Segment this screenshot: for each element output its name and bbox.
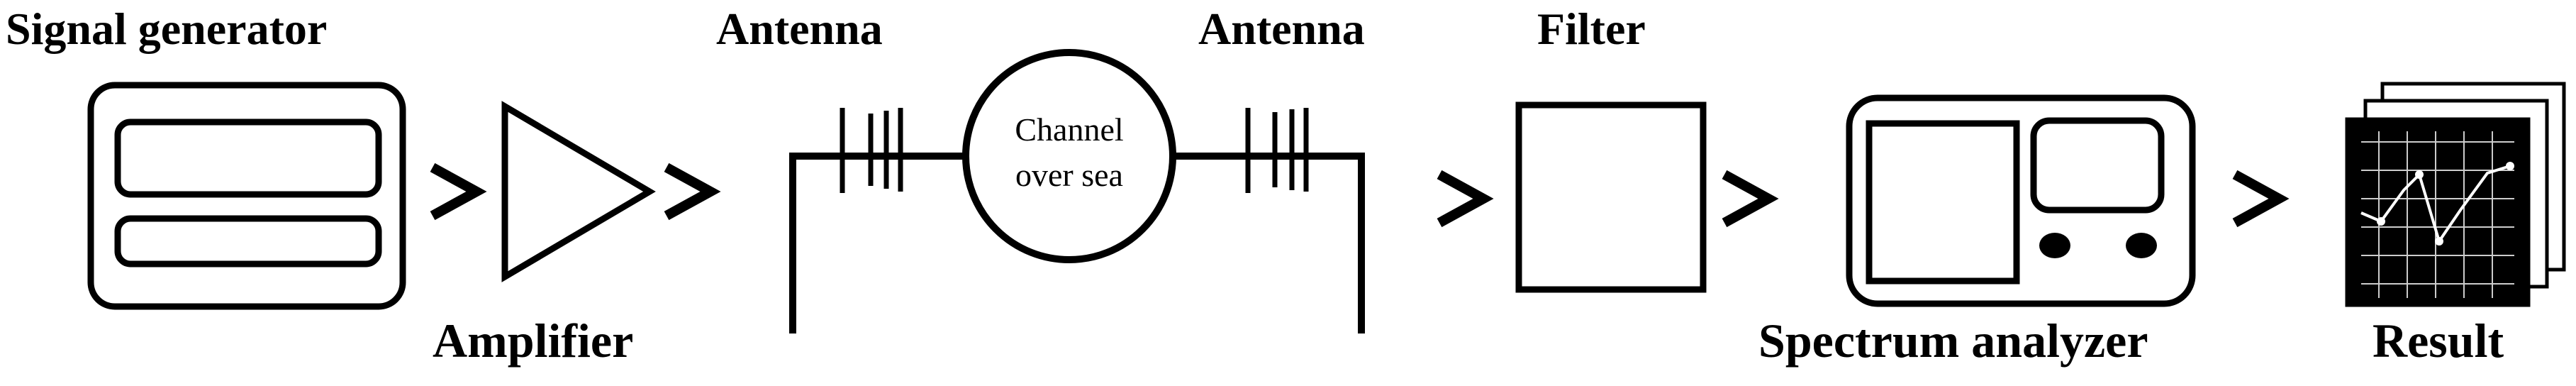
- chevron-right-icon: [430, 162, 487, 221]
- channel-label-line2: over sea: [1015, 157, 1123, 193]
- result-screen: [2345, 117, 2531, 307]
- antenna-channel-path: [789, 153, 1365, 333]
- antenna-icon: [840, 108, 903, 193]
- chevron-right-icon: [2232, 170, 2290, 228]
- channel-label-line1: Channel: [1015, 111, 1123, 148]
- spectrum-analyzer: [1846, 94, 2196, 307]
- result-stack: [2345, 82, 2566, 307]
- filter-label: Filter: [1537, 4, 1646, 54]
- result-trace: [2360, 165, 2511, 245]
- amplifier-label: Amplifier: [433, 314, 633, 368]
- amplifier-triangle-icon: [501, 101, 656, 282]
- chevron-right-icon: [1437, 170, 1494, 228]
- spectrum-analyzer-label: Spectrum analyzer: [1758, 314, 2148, 368]
- analyzer-knob: [2039, 233, 2070, 258]
- analyzer-knob: [2126, 233, 2157, 258]
- signal-generator: [87, 82, 406, 310]
- channel-circle: [962, 49, 1176, 263]
- result-label: Result: [2373, 314, 2504, 368]
- antenna-tx-label: Antenna: [716, 4, 883, 54]
- filter-box: [1515, 101, 1707, 293]
- antenna-icon: [1245, 108, 1309, 193]
- signal-generator-label: Signal generator: [6, 4, 327, 54]
- chevron-right-icon: [1722, 170, 1779, 228]
- chevron-right-icon: [664, 162, 721, 221]
- antenna-rx-label: Antenna: [1198, 4, 1365, 54]
